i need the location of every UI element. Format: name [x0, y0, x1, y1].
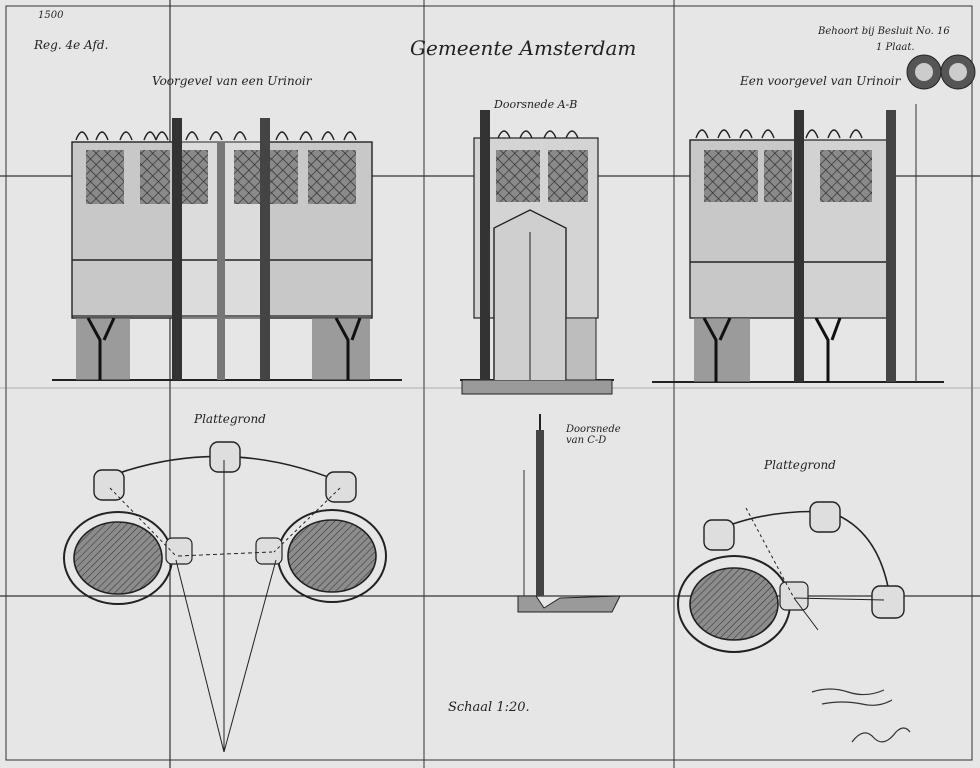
sheet-title: Gemeente Amsterdam [410, 36, 637, 60]
scale-label: Schaal 1:20. [448, 700, 530, 715]
plan-right-caption: Plattegrond [764, 458, 836, 472]
plan-center-caption: Doorsnede van C-D [566, 424, 621, 446]
left-elevation [52, 118, 402, 381]
post-section [517, 414, 621, 613]
right-plan [677, 501, 905, 653]
signature-mark [811, 688, 911, 743]
plate-number: 1 Plaat. [876, 42, 915, 53]
right-elevation [652, 104, 944, 383]
section-caption: Doorsnede A-B [494, 98, 578, 111]
front-right-caption: Een voorgevel van Urinoir [740, 74, 901, 88]
plan-left-caption: Plattegrond [194, 412, 266, 426]
left-plan [63, 441, 387, 753]
front-left-caption: Voorgevel van een Urinoir [152, 74, 312, 88]
section-view [460, 110, 614, 395]
decree-reference: Behoort bij Besluit No. 16 [818, 26, 950, 37]
register-reference: Reg. 4e Afd. [34, 38, 109, 52]
corner-number: 1500 [38, 10, 64, 21]
seals [906, 54, 976, 90]
